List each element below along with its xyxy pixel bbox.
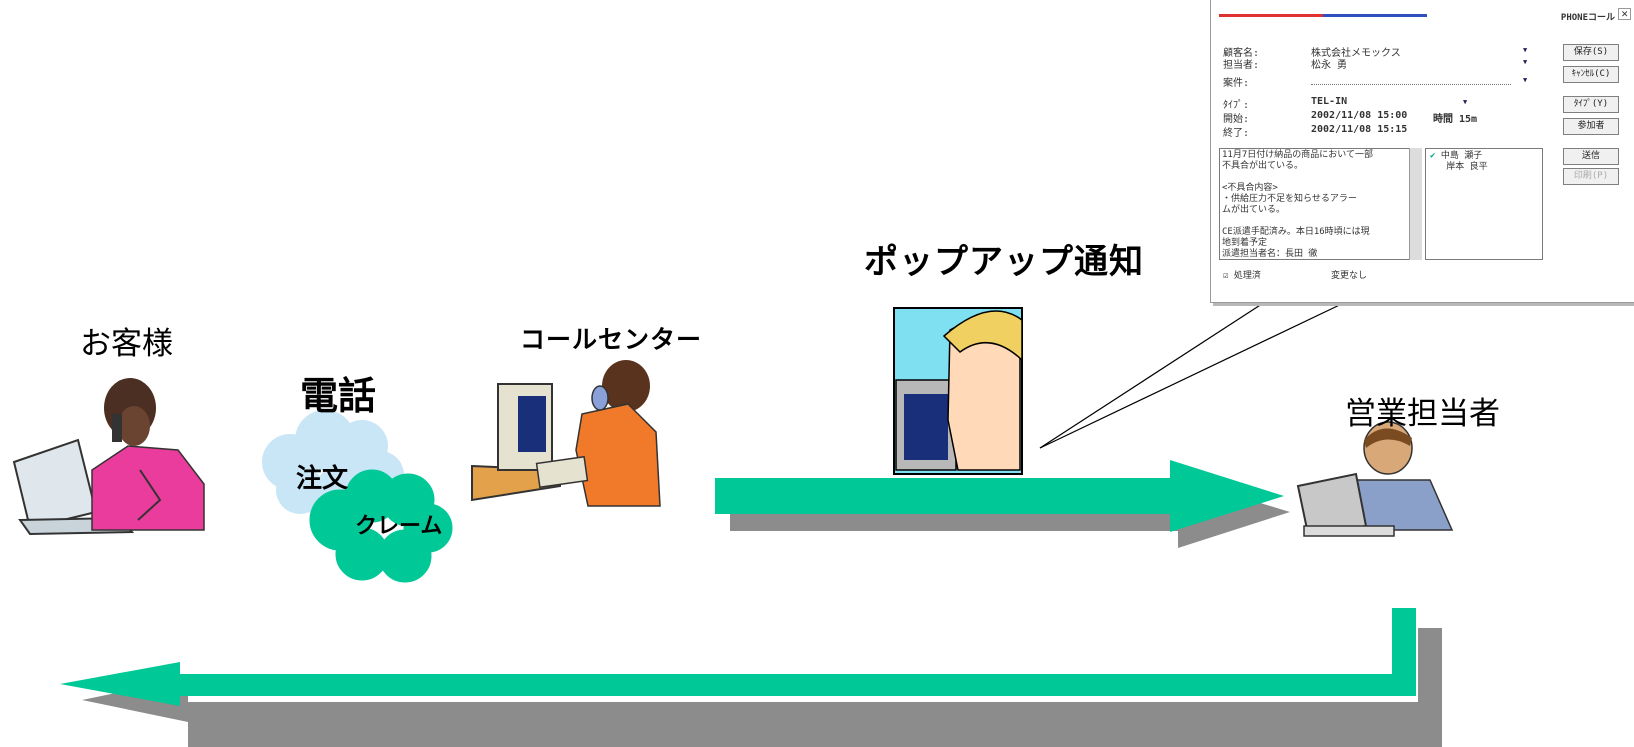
- send-button[interactable]: 送信: [1563, 148, 1619, 165]
- footer-status: ☑ 処理済: [1223, 271, 1261, 281]
- field-project-value[interactable]: [1311, 74, 1511, 85]
- field-customer-label: 顧客名:: [1223, 48, 1260, 59]
- field-end-label: 終了:: [1223, 128, 1250, 139]
- dropdown-icon[interactable]: ▼: [1523, 76, 1528, 84]
- customer-illustration: [12, 378, 205, 536]
- phone-label: 電話: [300, 374, 377, 418]
- popup-window: PHONEコール ✕ 顧客名: 株式会社メモックス 担当者: 松永 勇 案件: …: [1210, 0, 1634, 303]
- participant-item[interactable]: ✔ 中島 瀬子: [1430, 151, 1483, 161]
- connector-line-1: [1039, 299, 1269, 449]
- return-arrow: [60, 608, 1416, 706]
- forward-arrow: [715, 460, 1284, 532]
- popup-progress-blue: [1323, 14, 1427, 17]
- call-center-label: コールセンター: [520, 325, 703, 354]
- memo-scrollbar[interactable]: [1409, 148, 1422, 260]
- type-button[interactable]: ﾀｲﾌﾟ(Y): [1563, 96, 1619, 113]
- popup-title: PHONEコール: [1560, 13, 1615, 23]
- claim-cloud: [309, 469, 453, 583]
- return-arrow-shadow: [82, 628, 1442, 747]
- participants-list[interactable]: ✔ 中島 瀬子 岸本 良平: [1425, 148, 1543, 260]
- field-assignee-value[interactable]: 松永 勇: [1311, 60, 1348, 71]
- order-label: 注文: [296, 464, 349, 494]
- claim-label: クレーム: [355, 514, 443, 539]
- dropdown-icon[interactable]: ▼: [1463, 98, 1468, 106]
- footer-change-status: 変更なし: [1331, 271, 1368, 281]
- field-start-value[interactable]: 2002/11/08 15:00: [1311, 110, 1408, 121]
- field-type-label: ﾀｲﾌﾟ:: [1223, 100, 1250, 111]
- call-center-illustration: [471, 360, 661, 507]
- popup-progress-red: [1219, 14, 1323, 17]
- participant-item[interactable]: 岸本 良平: [1446, 162, 1488, 172]
- sales-rep-illustration: [1296, 421, 1454, 537]
- field-customer-value[interactable]: 株式会社メモックス: [1311, 48, 1401, 59]
- popup-close-icon[interactable]: ✕: [1618, 8, 1631, 20]
- field-type-value[interactable]: TEL-IN: [1311, 96, 1348, 107]
- field-end-value[interactable]: 2002/11/08 15:15: [1311, 124, 1408, 135]
- field-start-label: 開始:: [1223, 114, 1250, 125]
- participants-button[interactable]: 参加者: [1563, 118, 1619, 135]
- customer-label: お客様: [80, 326, 173, 362]
- dropdown-icon[interactable]: ▼: [1523, 46, 1528, 54]
- memo-textarea[interactable]: 11月7日付け納品の商品において一部 不具合が出ている。 <不具合内容> ・供給…: [1219, 148, 1417, 260]
- print-button[interactable]: 印刷(P): [1563, 168, 1619, 185]
- field-project-label: 案件:: [1223, 78, 1250, 89]
- field-assignee-label: 担当者:: [1223, 60, 1260, 71]
- field-duration: 時間 15m: [1433, 114, 1478, 125]
- save-button[interactable]: 保存(S): [1563, 44, 1619, 61]
- dropdown-icon[interactable]: ▼: [1523, 58, 1528, 66]
- popup-notice-label: ポップアップ通知: [864, 242, 1144, 282]
- check-icon: ✔: [1430, 151, 1436, 161]
- connector-line-2: [1039, 299, 1351, 449]
- popup-recipient-illustration: [893, 307, 1023, 475]
- cancel-button[interactable]: ｷｬﾝｾﾙ(C): [1563, 66, 1619, 83]
- sales-rep-label: 営業担当者: [1345, 396, 1500, 432]
